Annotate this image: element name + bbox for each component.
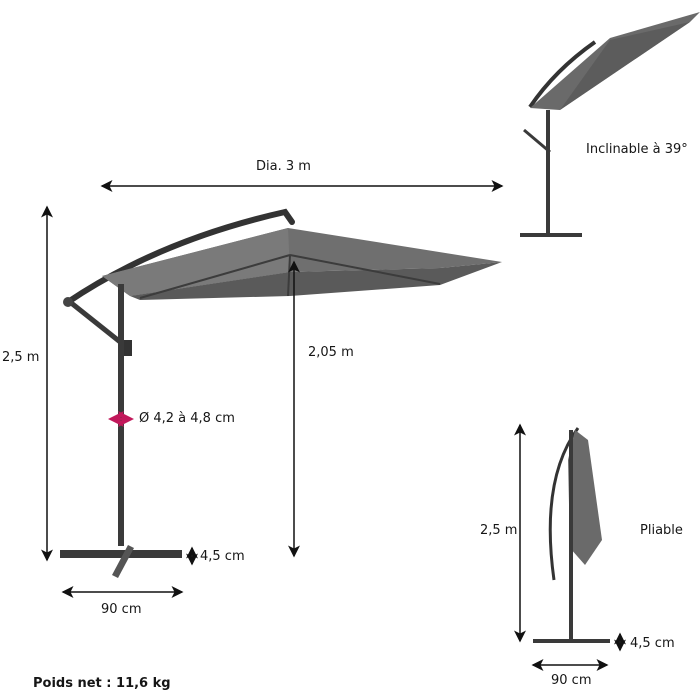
pole-diameter-label: Ø 4,2 à 4,8 cm <box>139 411 235 426</box>
clearance-height-label: 2,05 m <box>308 345 354 360</box>
tilted-umbrella <box>520 12 700 237</box>
main-umbrella <box>60 208 502 578</box>
folded-base-width-label: 90 cm <box>551 673 592 688</box>
tilt-label: Inclinable à 39° <box>586 142 688 157</box>
folded-height-label: 2,5 m <box>480 523 518 538</box>
base-thickness-label: 4,5 cm <box>200 549 245 564</box>
diameter-label: Dia. 3 m <box>256 159 311 174</box>
base-width-label: 90 cm <box>101 602 142 617</box>
folded-base-thickness-label: 4,5 cm <box>630 636 675 651</box>
foldable-label: Pliable <box>640 523 683 538</box>
net-weight-label: Poids net : 11,6 kg <box>33 676 171 691</box>
folded-umbrella <box>533 427 610 643</box>
total-height-label: 2,5 m <box>2 350 40 365</box>
